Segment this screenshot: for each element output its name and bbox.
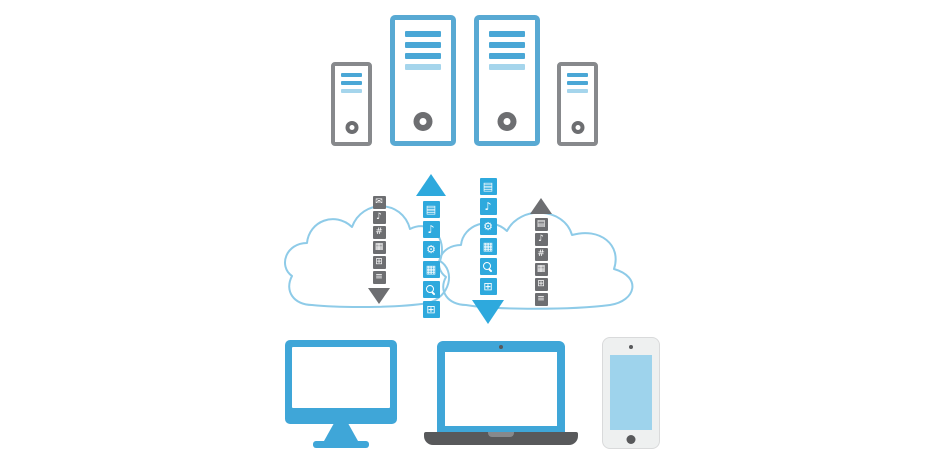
power-button-icon	[345, 121, 358, 134]
server-tower-small-left	[331, 62, 372, 146]
search-glyph	[426, 284, 436, 295]
book-icon: ▤	[479, 178, 497, 195]
apps-icon: ▦	[422, 261, 440, 278]
search-icon	[422, 281, 440, 298]
monitor-frame	[285, 340, 397, 424]
desktop-monitor	[285, 340, 397, 448]
book-icon: ▤	[422, 201, 440, 218]
down-arrow-icon	[472, 300, 504, 324]
data-stripe	[567, 89, 588, 93]
power-button-icon	[413, 112, 433, 131]
smartphone	[602, 337, 660, 449]
search-icon	[479, 258, 497, 275]
monitor-screen	[292, 347, 390, 408]
down-arrow-icon	[368, 288, 390, 304]
data-stripe	[489, 53, 525, 59]
calculator-icon: ⊞	[479, 278, 497, 295]
server-data-stripes	[335, 66, 368, 93]
hash-icon: #	[372, 226, 386, 239]
data-stripe	[341, 89, 362, 93]
data-stripe	[489, 31, 525, 37]
music-icon: ♪	[479, 198, 497, 215]
book-icon: ▤	[534, 218, 548, 231]
laptop-screen	[445, 352, 557, 426]
music-icon: ♪	[422, 221, 440, 238]
music-icon: ♪	[534, 233, 548, 246]
gear-icon: ⚙	[422, 241, 440, 258]
data-stripe	[489, 64, 525, 70]
power-dot	[503, 118, 511, 125]
server-data-stripes	[479, 20, 535, 70]
phone-home-button	[626, 435, 636, 444]
laptop-screen-frame	[437, 341, 565, 432]
data-stripe	[341, 81, 362, 85]
data-stripe	[341, 73, 362, 77]
hash-icon: #	[534, 248, 548, 261]
laptop-camera-icon	[499, 345, 503, 349]
power-dot	[575, 125, 580, 130]
laptop	[424, 341, 578, 445]
calculator-icon: ⊞	[534, 278, 548, 291]
sync-column-download-blue: ▤ ♪ ⚙ ▦ ⊞	[472, 178, 504, 326]
server-tower-large-right	[474, 15, 540, 146]
data-stripe	[567, 81, 588, 85]
server-data-stripes	[395, 20, 451, 70]
data-stripe	[489, 42, 525, 48]
data-stripe	[405, 42, 441, 48]
laptop-base	[424, 432, 578, 445]
sync-column-upload-gray: ✉ ♪ # ▦ ⊞ ≡	[368, 196, 390, 306]
gear-icon: ⚙	[479, 218, 497, 235]
phone-camera-icon	[629, 345, 633, 349]
list-icon: ≡	[372, 271, 386, 284]
monitor-stand-base	[313, 441, 369, 448]
up-arrow-icon	[530, 198, 552, 214]
apps-icon: ▦	[479, 238, 497, 255]
list-icon: ≡	[534, 293, 548, 306]
data-stripe	[405, 64, 441, 70]
music-icon: ♪	[372, 211, 386, 224]
monitor-stand-neck	[324, 424, 358, 441]
power-dot	[349, 125, 354, 130]
up-arrow-icon	[416, 174, 446, 196]
power-dot	[419, 118, 427, 125]
server-tower-small-right	[557, 62, 598, 146]
calculator-icon: ⊞	[422, 301, 440, 318]
sync-column-download-gray: ▤ ♪ # ▦ ⊞ ≡	[530, 196, 552, 306]
phone-screen	[610, 355, 652, 430]
data-stripe	[405, 53, 441, 59]
search-glyph	[483, 261, 493, 272]
power-button-icon	[497, 112, 517, 131]
server-data-stripes	[561, 66, 594, 93]
mail-icon: ✉	[372, 196, 386, 209]
apps-icon: ▦	[372, 241, 386, 254]
power-button-icon	[571, 121, 584, 134]
calculator-icon: ⊞	[372, 256, 386, 269]
data-stripe	[405, 31, 441, 37]
apps-icon: ▦	[534, 263, 548, 276]
sync-column-upload-blue: ▤ ♪ ⚙ ▦ ⊞	[416, 172, 446, 318]
laptop-hinge-notch	[488, 432, 514, 437]
server-tower-large-left	[390, 15, 456, 146]
data-stripe	[567, 73, 588, 77]
